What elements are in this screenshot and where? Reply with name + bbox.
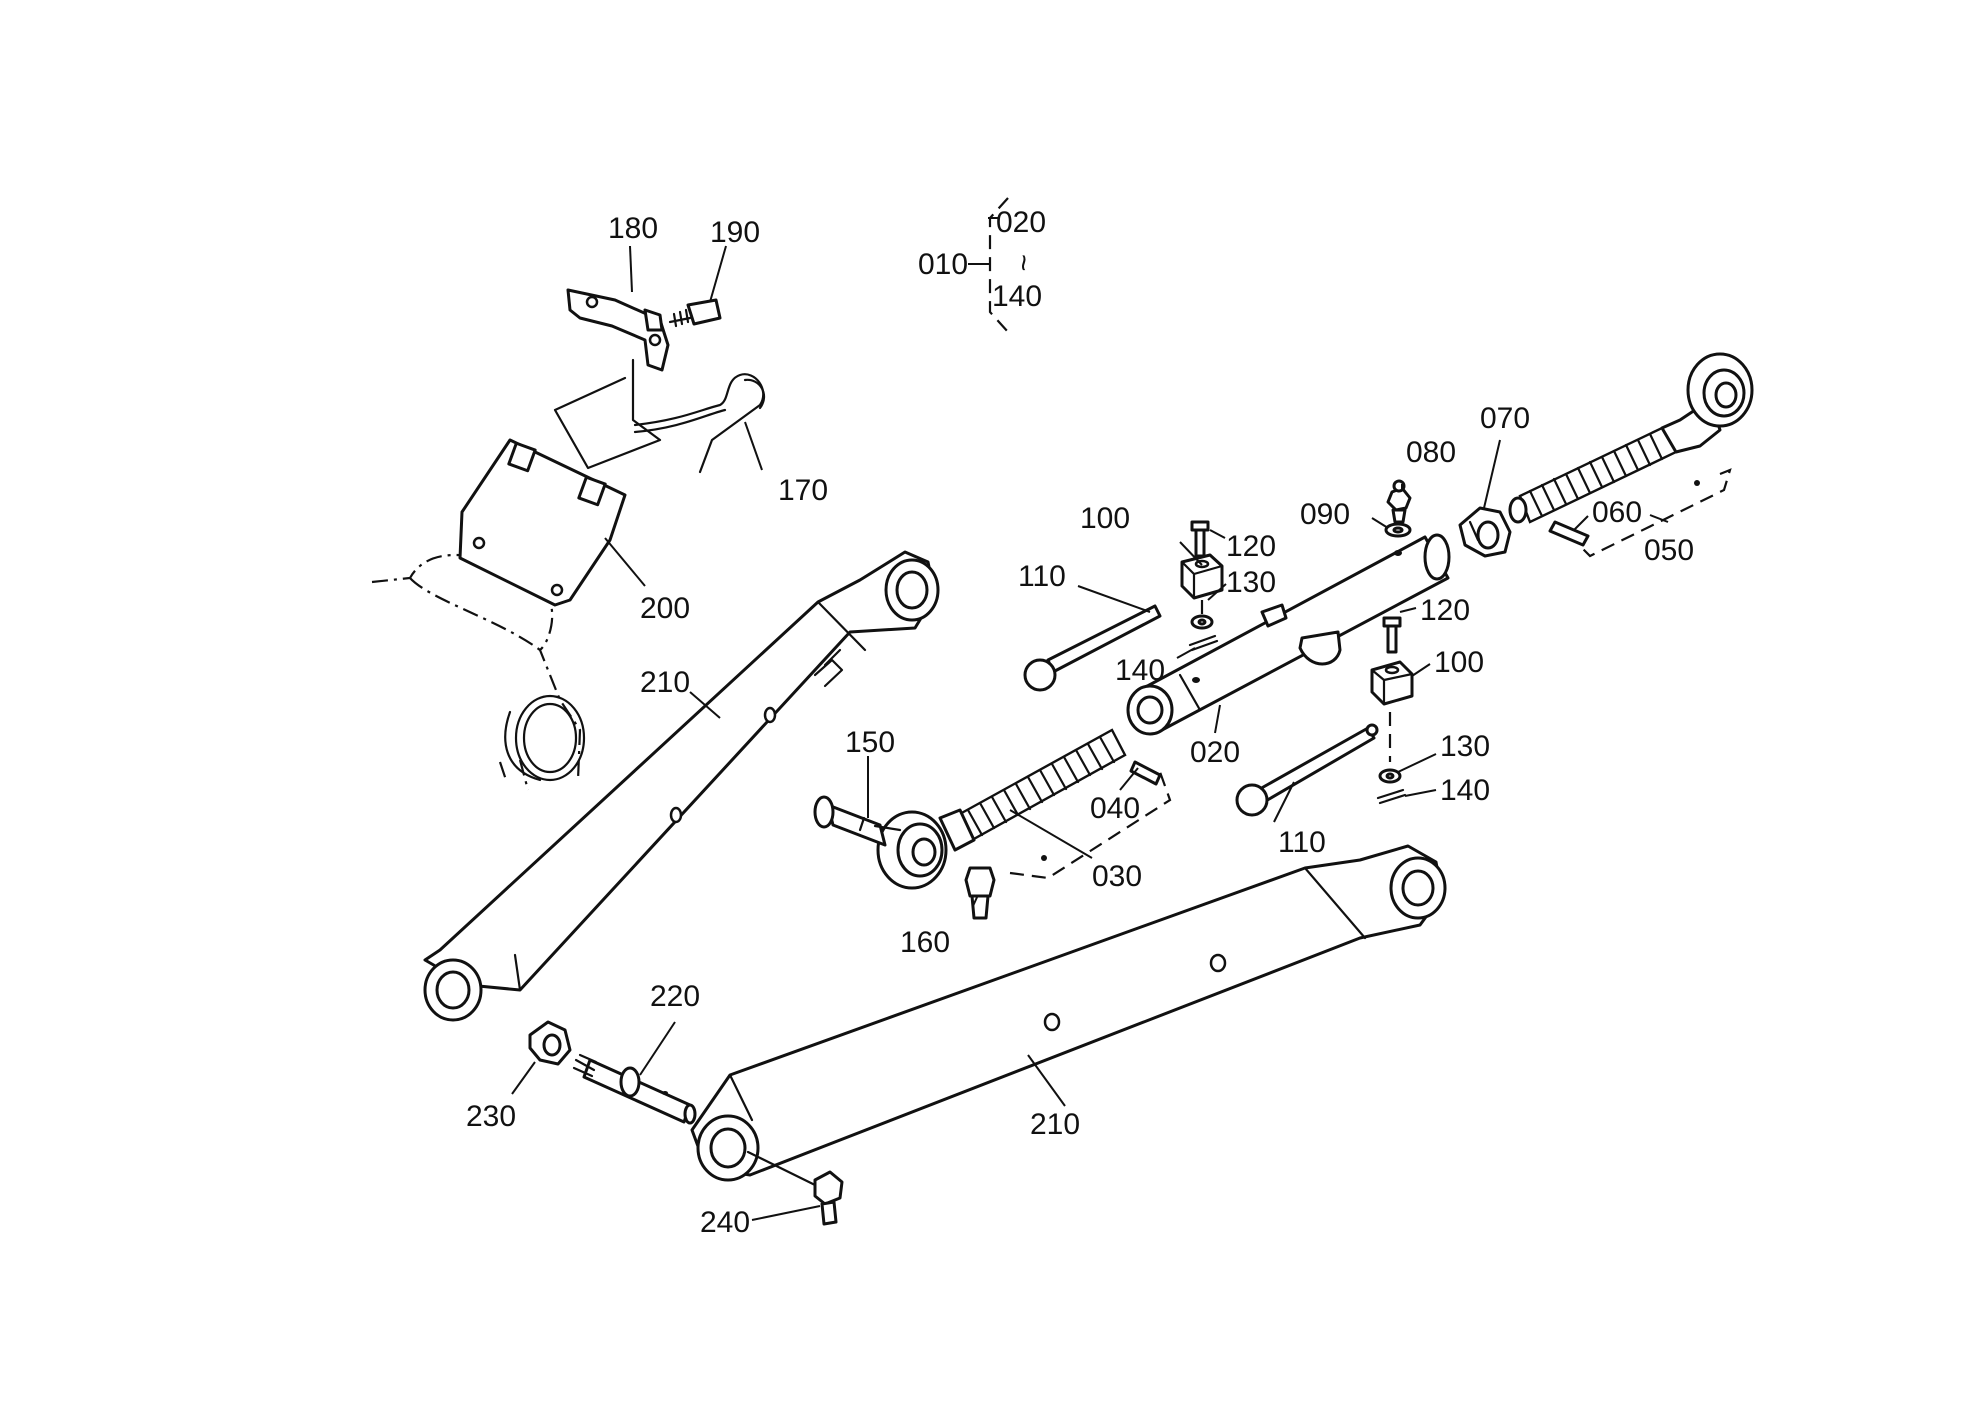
bracket-200 — [458, 438, 627, 607]
leader-lines — [511, 245, 1669, 1221]
label-090: 090 — [1300, 498, 1350, 531]
label-110-top: 110 — [1018, 560, 1066, 593]
label-130-bottom: 130 — [1440, 730, 1490, 763]
handle-110-bottom — [1235, 723, 1379, 817]
label-120-top: 120 — [1226, 530, 1276, 563]
linch-pin-170 — [633, 373, 766, 474]
pin-140-bottom — [1376, 788, 1407, 805]
label-140-top: 140 — [1115, 654, 1165, 687]
assembly-label-010: 010 — [918, 248, 968, 281]
label-100-top: 100 — [1080, 502, 1130, 535]
label-030: 030 — [1092, 860, 1142, 893]
label-020: 020 — [1190, 736, 1240, 769]
pin-160 — [964, 866, 996, 920]
label-120-bottom: 120 — [1420, 594, 1470, 627]
label-210-left: 210 — [640, 666, 690, 699]
assembly-range-tilde: ~ — [1007, 254, 1040, 272]
pin-140-top — [1188, 634, 1219, 652]
label-130-top: 130 — [1226, 566, 1276, 599]
assembly-range-end: 140 — [992, 280, 1042, 313]
washer-130-top — [1190, 614, 1214, 630]
screw-rod-050 — [1508, 352, 1754, 558]
label-230: 230 — [466, 1100, 516, 1133]
top-link-body-020 — [1126, 533, 1451, 736]
washer-130-bottom — [1378, 768, 1402, 784]
assembly-range-start: 020 — [996, 206, 1046, 239]
hitch-pin-220 — [572, 1053, 697, 1125]
holder-100-bottom — [1370, 660, 1414, 706]
label-240: 240 — [700, 1206, 750, 1239]
pin-120-bottom — [1382, 616, 1402, 654]
pin-150 — [813, 795, 902, 847]
label-150: 150 — [845, 726, 895, 759]
label-060: 060 — [1592, 496, 1642, 529]
screw-rod-030 — [876, 728, 1172, 890]
lock-nut-070 — [1458, 506, 1512, 558]
pin-040 — [1129, 760, 1162, 786]
bolt-190 — [668, 298, 722, 328]
label-050: 050 — [1644, 534, 1694, 567]
label-100-bottom: 100 — [1434, 646, 1484, 679]
nut-230 — [528, 1020, 572, 1066]
label-180: 180 — [608, 212, 658, 245]
label-110-bottom: 110 — [1278, 826, 1326, 859]
assembly-callout: 010 020 ~ 140 — [918, 197, 1046, 333]
washer-090 — [1384, 522, 1412, 538]
label-040: 040 — [1090, 792, 1140, 825]
label-080: 080 — [1406, 436, 1456, 469]
pin-120-top — [1190, 520, 1210, 558]
lower-link-210-right — [690, 844, 1447, 1182]
label-170: 170 — [778, 474, 828, 507]
grease-nipple-080 — [1386, 479, 1412, 524]
pin-240 — [746, 1150, 844, 1226]
label-160: 160 — [900, 926, 950, 959]
part-labels: 180 190 170 200 210 150 160 030 040 020 … — [466, 212, 1694, 1239]
label-200: 200 — [640, 592, 690, 625]
label-210-right: 210 — [1030, 1108, 1080, 1141]
label-190: 190 — [710, 216, 760, 249]
pin-060 — [1548, 520, 1590, 547]
assembly-guide-lines — [553, 358, 662, 470]
label-220: 220 — [650, 980, 700, 1013]
lower-link-210-left — [423, 550, 940, 1022]
bracket-180 — [566, 288, 670, 372]
label-070: 070 — [1480, 402, 1530, 435]
label-140-bottom: 140 — [1440, 774, 1490, 807]
holder-100-top — [1180, 553, 1224, 600]
handle-110-top — [1023, 604, 1162, 692]
